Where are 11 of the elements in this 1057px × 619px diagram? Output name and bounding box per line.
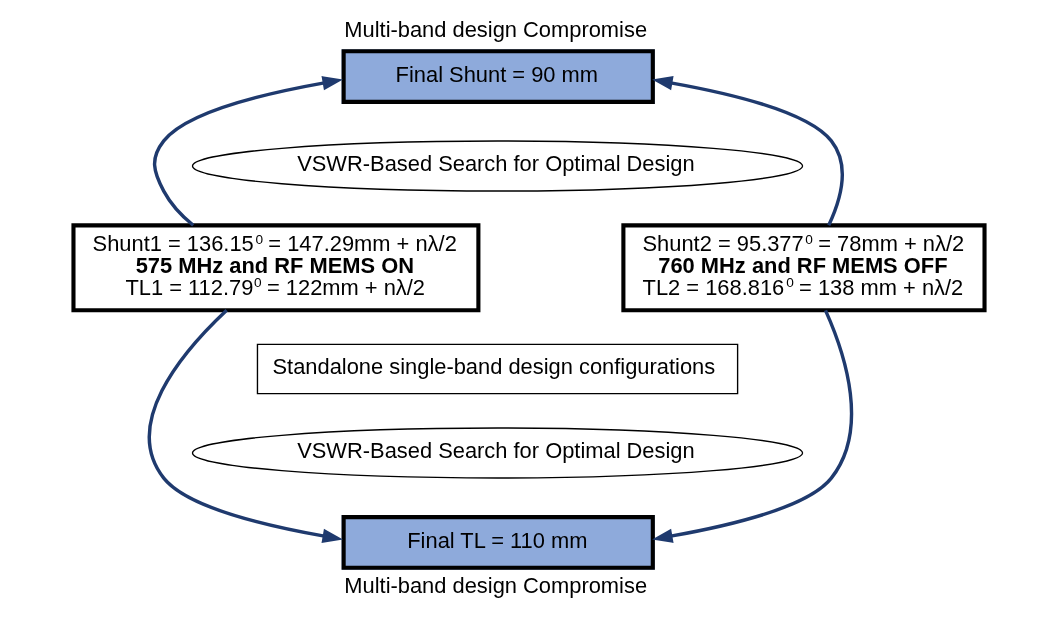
node-ellipse: VSWR-Based Search for Optimal Design [191, 140, 803, 192]
node-ellipse: VSWR-Based Search for Optimal Design [191, 427, 803, 479]
node-box: Standalone single-band design configurations [256, 343, 738, 395]
node-box: Shunt1 = 136.15$^{0}$ = 147.29mm + nλ/2 575 MHz and RF MEMS ON TL1 = 112.79$^{0}$ = 122mm + nλ/2 [70, 223, 480, 313]
node-label: Multi-band design Compromise [343, 572, 647, 598]
node-box: Shunt2 = 95.377$^{0}$ = 78mm + nλ/2 760 MHz and RF MEMS OFF TL2 = 168.816$^{0}$ = 138 mm + nλ/2 [620, 223, 987, 313]
arrow [651, 76, 844, 226]
arrow [651, 309, 853, 543]
arrow [152, 76, 343, 227]
node-label: Multi-band design Compromise [343, 16, 647, 42]
arrow [147, 308, 343, 543]
